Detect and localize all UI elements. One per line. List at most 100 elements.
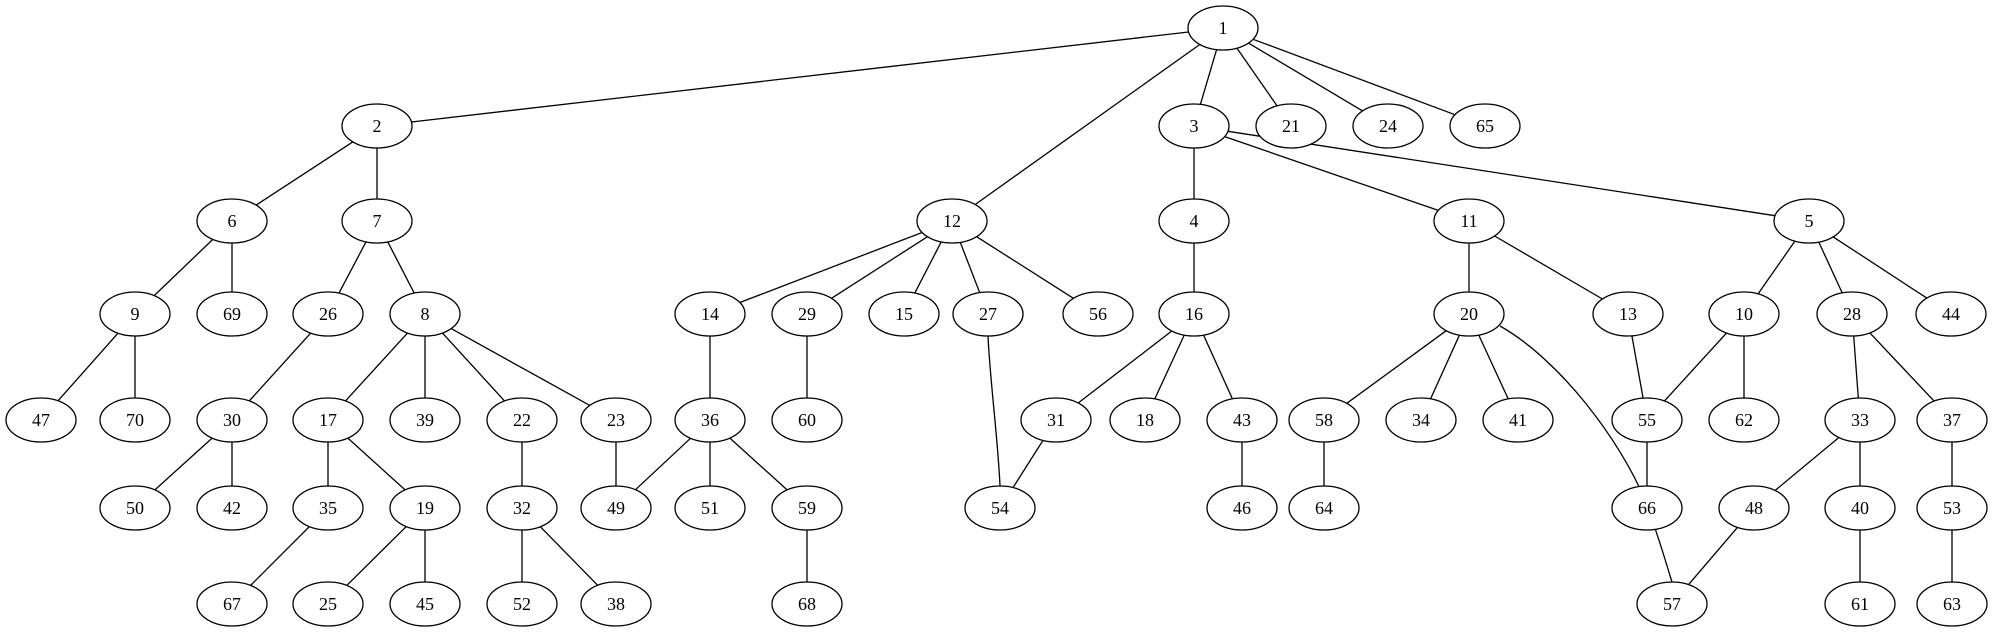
node-ellipse — [916, 198, 988, 244]
node-label: 16 — [1185, 304, 1203, 324]
node-label: 22 — [513, 410, 531, 430]
edge-36-49 — [635, 437, 691, 491]
node-ellipse — [99, 485, 171, 531]
node-25: 25 — [292, 581, 364, 627]
node-22: 22 — [486, 397, 558, 443]
node-ellipse — [1158, 291, 1230, 337]
node-52: 52 — [486, 581, 558, 627]
node-54: 54 — [964, 485, 1036, 531]
node-ellipse — [674, 291, 746, 337]
edge-27-54 — [987, 335, 1001, 487]
node-ellipse — [952, 291, 1024, 337]
node-24: 24 — [1352, 103, 1424, 149]
edge-12-29 — [831, 236, 928, 299]
node-26: 26 — [292, 291, 364, 337]
node-label: 27 — [979, 304, 997, 324]
node-ellipse — [5, 397, 77, 443]
node-62: 62 — [1708, 397, 1780, 443]
node-ellipse — [292, 581, 364, 627]
node-label: 26 — [319, 304, 337, 324]
node-label: 64 — [1315, 498, 1333, 518]
node-ellipse — [292, 291, 364, 337]
node-ellipse — [389, 581, 461, 627]
node-label: 63 — [1943, 594, 1961, 614]
edge-7-8 — [387, 241, 415, 294]
node-ellipse — [1824, 581, 1896, 627]
node-label: 45 — [416, 594, 434, 614]
node-67: 67 — [196, 581, 268, 627]
node-label: 23 — [607, 410, 625, 430]
edge-1-24 — [1248, 42, 1363, 112]
node-label: 49 — [607, 498, 625, 518]
node-61: 61 — [1824, 581, 1896, 627]
edge-20-58 — [1346, 330, 1447, 404]
node-label: 41 — [1509, 410, 1527, 430]
node-label: 14 — [701, 304, 719, 324]
node-label: 59 — [798, 498, 816, 518]
node-ellipse — [196, 198, 268, 244]
node-ellipse — [1352, 103, 1424, 149]
node-label: 68 — [798, 594, 816, 614]
node-label: 39 — [416, 410, 434, 430]
node-ellipse — [196, 485, 268, 531]
edge-5-28 — [1818, 241, 1843, 294]
node-ellipse — [1433, 291, 1505, 337]
node-label: 32 — [513, 498, 531, 518]
node-36: 36 — [674, 397, 746, 443]
node-label: 19 — [416, 498, 434, 518]
edge-1-12 — [974, 43, 1201, 206]
node-ellipse — [341, 103, 413, 149]
node-label: 66 — [1638, 498, 1656, 518]
node-ellipse — [341, 198, 413, 244]
node-18: 18 — [1109, 397, 1181, 443]
node-45: 45 — [389, 581, 461, 627]
node-64: 64 — [1288, 485, 1360, 531]
node-43: 43 — [1206, 397, 1278, 443]
edge-11-13 — [1494, 235, 1603, 300]
node-ellipse — [1020, 397, 1092, 443]
node-ellipse — [1158, 103, 1230, 149]
edges-layer — [57, 31, 1953, 586]
node-50: 50 — [99, 485, 171, 531]
node-30: 30 — [196, 397, 268, 443]
node-label: 33 — [1851, 410, 1869, 430]
node-label: 7 — [373, 211, 382, 231]
node-ellipse — [389, 291, 461, 337]
node-label: 10 — [1735, 304, 1753, 324]
node-label: 18 — [1136, 410, 1154, 430]
node-label: 58 — [1315, 410, 1333, 430]
node-39: 39 — [389, 397, 461, 443]
edge-12-14 — [739, 231, 923, 304]
edge-9-47 — [57, 332, 119, 402]
node-ellipse — [486, 581, 558, 627]
node-13: 13 — [1592, 291, 1664, 337]
node-label: 46 — [1233, 498, 1251, 518]
node-ellipse — [1708, 291, 1780, 337]
node-label: 56 — [1089, 304, 1107, 324]
edge-13-55 — [1631, 335, 1644, 399]
node-65: 65 — [1449, 103, 1521, 149]
node-60: 60 — [771, 397, 843, 443]
node-label: 60 — [798, 410, 816, 430]
edge-17-19 — [347, 437, 406, 491]
edge-20-41 — [1478, 334, 1509, 400]
node-ellipse — [771, 581, 843, 627]
node-label: 13 — [1619, 304, 1637, 324]
node-ellipse — [1708, 397, 1780, 443]
node-ellipse — [580, 581, 652, 627]
node-label: 61 — [1851, 594, 1869, 614]
node-ellipse — [771, 397, 843, 443]
node-63: 63 — [1916, 581, 1988, 627]
node-label: 21 — [1282, 116, 1300, 136]
edge-32-38 — [539, 526, 599, 586]
node-label: 44 — [1942, 304, 1960, 324]
node-ellipse — [1187, 5, 1259, 51]
node-label: 55 — [1638, 410, 1656, 430]
edge-5-44 — [1832, 236, 1928, 299]
node-69: 69 — [196, 291, 268, 337]
node-ellipse — [1206, 485, 1278, 531]
node-label: 54 — [991, 498, 1009, 518]
node-ellipse — [1158, 198, 1230, 244]
node-2: 2 — [341, 103, 413, 149]
